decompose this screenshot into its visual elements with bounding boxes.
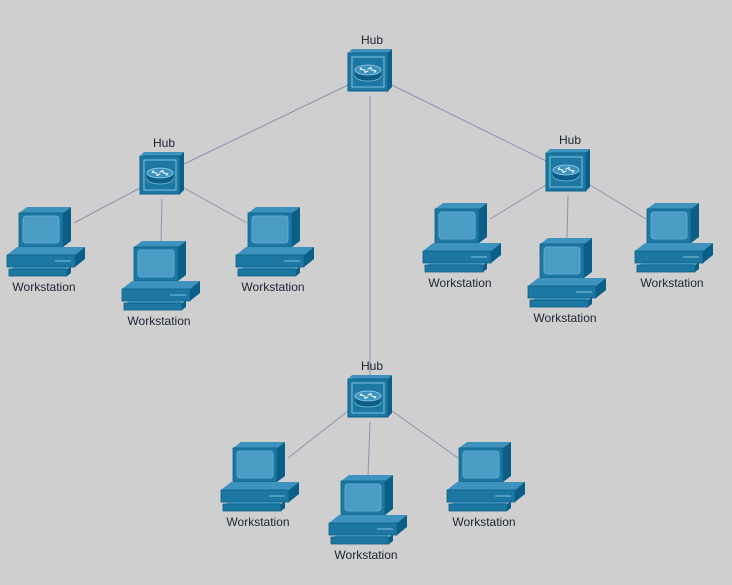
workstation-label: Workstation <box>12 280 76 294</box>
workstation-icon[interactable] <box>445 440 527 517</box>
workstation-icon[interactable] <box>234 205 316 282</box>
workstation-icon[interactable] <box>219 440 301 517</box>
connector-hub-left-to-ws-left-2[interactable] <box>160 198 163 243</box>
workstation-label: Workstation <box>334 548 398 562</box>
connector-hub-right-to-ws-right-2[interactable] <box>566 195 569 240</box>
workstation-label: Workstation <box>127 314 191 328</box>
workstation-icon[interactable] <box>5 205 87 282</box>
connector-hub-bottom-to-ws-bottom-2[interactable] <box>367 421 371 477</box>
connector-hub-right-to-ws-right-1[interactable] <box>489 184 547 220</box>
workstation-label: Workstation <box>452 515 516 529</box>
workstation-label: Workstation <box>241 280 305 294</box>
hub-icon[interactable] <box>544 147 592 200</box>
hub-icon[interactable] <box>346 47 394 100</box>
workstation-icon[interactable] <box>120 239 202 316</box>
hub-label: Hub <box>360 359 384 373</box>
connector-hub-bottom-to-ws-bottom-3[interactable] <box>391 410 459 459</box>
connector-hub-right-to-ws-right-3[interactable] <box>589 184 647 220</box>
connector-hub-left-to-ws-left-1[interactable] <box>73 187 141 224</box>
hub-label: Hub <box>152 136 176 150</box>
workstation-icon[interactable] <box>421 201 503 278</box>
workstation-icon[interactable] <box>327 473 409 550</box>
connector-hub-bottom-to-ws-bottom-1[interactable] <box>287 410 349 459</box>
hub-label: Hub <box>360 33 384 47</box>
connector-hub-left-to-ws-left-3[interactable] <box>183 187 248 224</box>
connector-hub-root-to-hub-right[interactable] <box>391 84 547 162</box>
workstation-label: Workstation <box>533 311 597 325</box>
workstation-icon[interactable] <box>633 201 715 278</box>
workstation-icon[interactable] <box>526 236 608 313</box>
hub-icon[interactable] <box>138 150 186 203</box>
hub-icon[interactable] <box>346 373 394 426</box>
workstation-label: Workstation <box>226 515 290 529</box>
hub-label: Hub <box>558 133 582 147</box>
workstation-label: Workstation <box>428 276 492 290</box>
connector-hub-root-to-hub-left[interactable] <box>183 84 349 165</box>
workstation-label: Workstation <box>640 276 704 290</box>
